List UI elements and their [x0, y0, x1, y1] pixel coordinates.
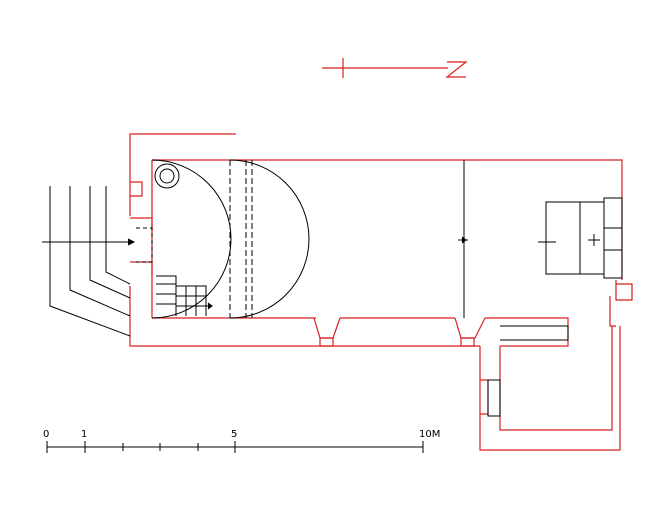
scale-label-5: 5: [231, 429, 237, 440]
apse-arc-inner: [151, 159, 232, 319]
scale-label-1: 1: [81, 429, 87, 440]
outer-walls: [129, 133, 633, 451]
scale-label-0: 0: [43, 429, 49, 440]
north-arrow: [322, 58, 468, 78]
scale-bar: [46, 441, 424, 453]
column-circle: [154, 163, 180, 189]
apse-arc-outer: [229, 159, 310, 319]
scale-label-10m: 10M: [419, 429, 440, 440]
altar-block: [545, 201, 605, 275]
interior-lines: [42, 159, 623, 417]
